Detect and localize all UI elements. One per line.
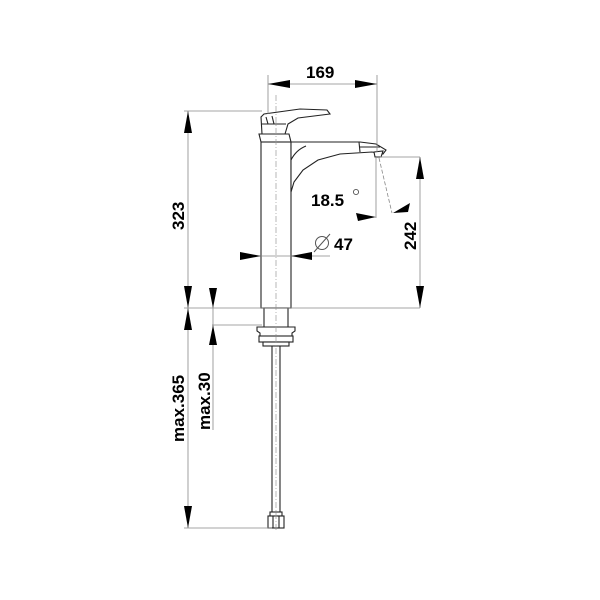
spout-reach-value: 169: [306, 63, 334, 82]
diameter-symbol-icon: [313, 233, 331, 253]
jet-angle-value: 18.5: [311, 191, 344, 210]
max-deck-thickness-value: max.30: [195, 372, 214, 430]
degree-symbol: [352, 188, 360, 196]
dimension-total-height: 323: [169, 111, 192, 308]
dimension-body-diameter: 47: [240, 233, 353, 260]
body-diameter-value: 47: [334, 235, 353, 254]
dimension-jet-angle: 18.5: [311, 188, 410, 221]
spout-height-value: 242: [401, 222, 420, 250]
dimension-spout-height: 242: [401, 157, 424, 308]
max-hose-length-value: max.365: [169, 375, 188, 442]
total-height-value: 323: [169, 202, 188, 230]
extension-lines: [184, 75, 420, 529]
dimension-max-deck-thickness: max.30: [195, 288, 217, 430]
dimension-max-hose-length: max.365: [169, 308, 192, 528]
dimension-spout-reach: 169: [268, 63, 377, 88]
